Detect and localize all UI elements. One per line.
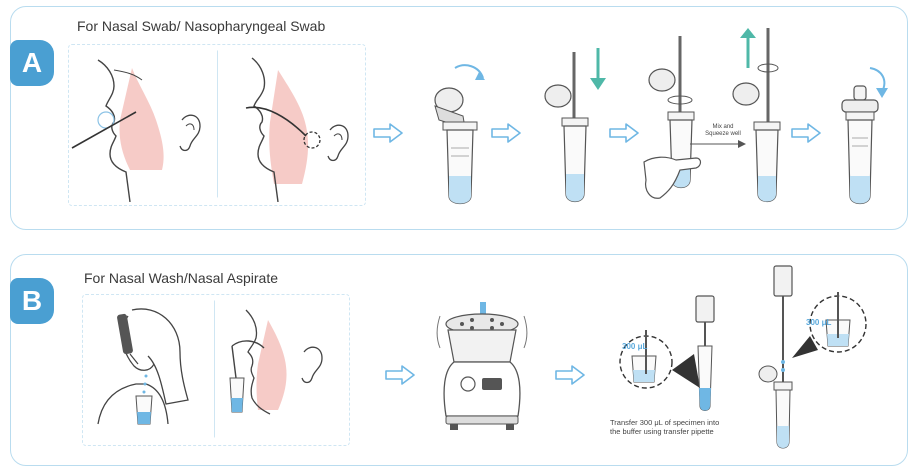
- panel-b-badge: B: [10, 278, 54, 324]
- nasal-aspirate-illustration: [222, 306, 342, 426]
- pipette-transfer-illustration-1: [612, 290, 720, 415]
- divider-line: [214, 300, 215, 438]
- step-arrow-icon: [554, 364, 586, 386]
- nasal-swab-face-illustration: [70, 50, 215, 202]
- nasopharyngeal-swab-face-illustration: [222, 50, 362, 202]
- step-arrow-icon: [790, 122, 822, 144]
- volume-label-2: 300 μL: [806, 318, 831, 327]
- step-arrow-icon: [608, 122, 640, 144]
- closed-tube-illustration: [830, 58, 896, 214]
- pipette-transfer-illustration-2: [758, 262, 876, 460]
- panel-a-badge: A: [10, 40, 54, 86]
- step-arrow-icon: [384, 364, 416, 386]
- panel-a-title: For Nasal Swab/ Nasopharyngeal Swab: [77, 18, 325, 34]
- divider-line: [217, 50, 218, 198]
- vortex-mixer-illustration: [432, 298, 532, 438]
- open-tube-illustration: [425, 58, 495, 213]
- nasal-wash-person-illustration: [88, 300, 206, 440]
- mix-squeeze-tube-illustration: [640, 30, 722, 215]
- step-arrow-icon: [372, 122, 404, 144]
- swab-withdraw-tube-illustration: [722, 28, 794, 214]
- swab-insert-tube-illustration: [538, 44, 612, 214]
- panel-b-title: For Nasal Wash/Nasal Aspirate: [84, 270, 278, 286]
- volume-label-1: 300 μL: [622, 342, 647, 351]
- transfer-note: Transfer 300 μL of specimen into the buf…: [610, 418, 720, 436]
